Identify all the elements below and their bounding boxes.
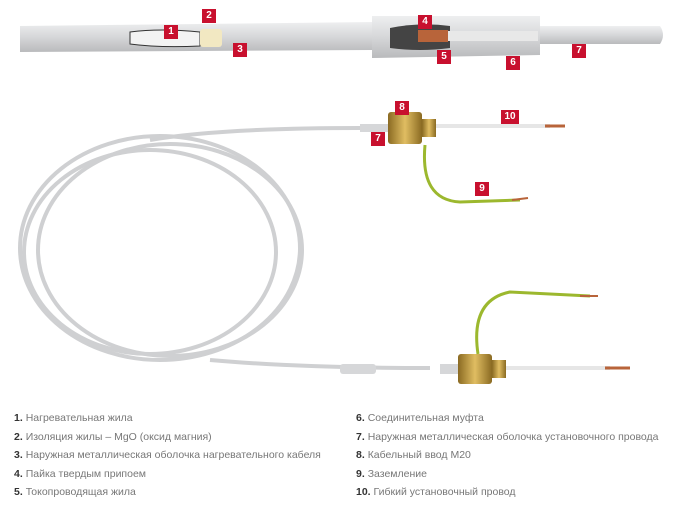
callout-4: 4: [418, 15, 432, 29]
cable-illustration: [18, 16, 663, 384]
legend-item: 10. Гибкий установочный провод: [356, 486, 516, 498]
callout-3: 3: [233, 43, 247, 57]
legend-item: 4. Пайка твердым припоем: [14, 467, 147, 480]
callout-9: 9: [475, 182, 489, 196]
cutaway-cable: [20, 16, 663, 58]
legend-item: 7. Наружная металлическая оболочка устан…: [356, 430, 659, 443]
legend-right: 6. Соединительная муфта 7. Наружная мета…: [356, 409, 659, 502]
legend-item: 2. Изоляция жилы – MgO (оксид магния): [14, 430, 212, 443]
legend-item: 6. Соединительная муфта: [356, 412, 484, 424]
callout-2: 2: [202, 9, 216, 23]
lower-cable-gland: [340, 290, 630, 384]
legend-item: 1. Нагревательная жила: [14, 412, 133, 424]
callout-6: 6: [506, 56, 520, 70]
callout-7-top: 7: [572, 44, 586, 58]
legend-left: 1. Нагревательная жила 2. Изоляция жилы …: [14, 409, 321, 502]
callout-10: 10: [501, 110, 519, 124]
callout-5: 5: [437, 50, 451, 64]
heating-cable-coil: [18, 126, 431, 370]
callout-7-middle: 7: [371, 132, 385, 146]
callout-1: 1: [164, 25, 178, 39]
upper-cable-gland: [360, 112, 565, 204]
legend-item: 3. Наружная металлическая оболочка нагре…: [14, 449, 321, 461]
legend-item: 8. Кабельный ввод M20: [356, 449, 471, 461]
legend-item: 5. Токопроводящая жила: [14, 486, 136, 498]
legend-item: 9. Заземление: [356, 467, 427, 480]
callout-8: 8: [395, 101, 409, 115]
